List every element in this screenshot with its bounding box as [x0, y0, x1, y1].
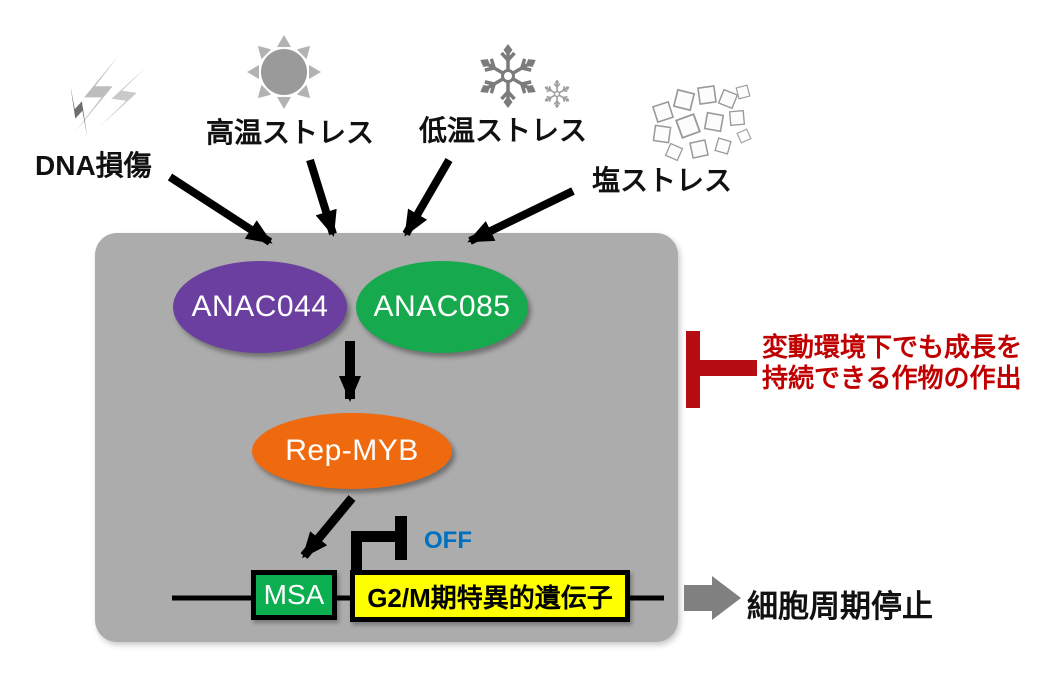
stress-label-heat: 高温ストレス [206, 117, 375, 148]
node-rep-myb: Rep-MYB [252, 413, 452, 489]
application-note: 変動環境下でも成長を 持続できる作物の作出 [762, 332, 1022, 394]
msa-cis-element-box: MSA [251, 570, 337, 620]
stress-arrow-cold [402, 157, 453, 237]
salt-crystals-icon [652, 84, 752, 162]
sun-icon [247, 35, 321, 109]
node-anac044: ANAC044 [173, 261, 347, 353]
g2m-gene-label: G2/M期特異的遺伝子 [367, 582, 613, 613]
outcome-label: 細胞周期停止 [747, 589, 933, 624]
application-note-line2: 持続できる作物の作出 [762, 363, 1022, 393]
node-anac044-label: ANAC044 [191, 290, 329, 323]
stress-label-cold: 低温ストレス [419, 115, 588, 146]
msa-label: MSA [263, 579, 325, 610]
snowflake-icon [477, 44, 571, 108]
stress-label-dna-damage: DNA損傷 [35, 150, 152, 181]
g2m-gene-box: G2/M期特異的遺伝子 [350, 570, 630, 622]
inhibition-tbar-application [686, 331, 757, 408]
stress-label-salt: 塩ストレス [592, 165, 733, 196]
node-anac085: ANAC085 [356, 261, 528, 353]
lightning-bolts-icon [52, 55, 146, 138]
stress-arrow-heat [306, 158, 337, 237]
gene-state-off-label: OFF [424, 527, 472, 554]
outcome-arrow [684, 576, 741, 620]
node-rep-myb-label: Rep-MYB [285, 434, 419, 467]
application-note-line1: 変動環境下でも成長を [762, 332, 1023, 362]
node-anac085-label: ANAC085 [373, 290, 511, 323]
